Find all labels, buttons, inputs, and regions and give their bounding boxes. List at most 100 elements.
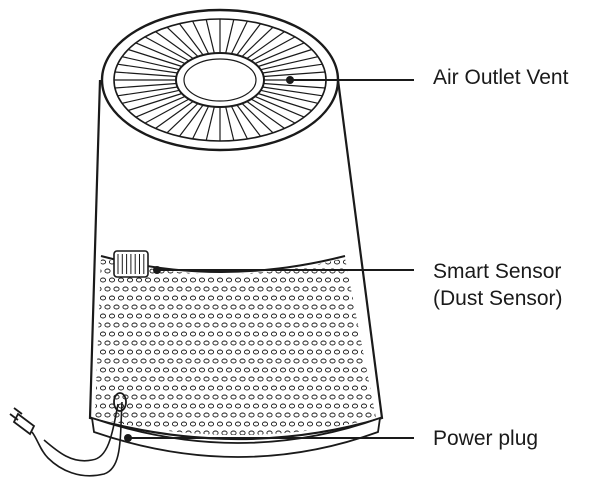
grille-hole [261, 295, 269, 301]
grille-hole [122, 340, 129, 346]
grille-hole [257, 430, 264, 435]
grille-hole [315, 331, 323, 337]
grille-hole [87, 287, 92, 291]
grille-hole [338, 322, 345, 328]
grille-hole [126, 367, 134, 373]
grille-hole [302, 376, 309, 382]
grille-hole [140, 340, 147, 346]
grille-hole [302, 322, 309, 328]
grille-hole [342, 385, 350, 391]
vent-slat [225, 106, 235, 141]
grille-hole [203, 358, 210, 364]
grille-hole [140, 412, 147, 418]
grille-hole [225, 403, 233, 409]
grille-hole [158, 340, 165, 346]
vent-slat [225, 19, 235, 54]
grille-hole [356, 394, 363, 400]
grille-hole [243, 331, 251, 337]
grille-hole [347, 376, 354, 382]
grille-hole [347, 304, 354, 310]
grille-hole [252, 277, 260, 283]
grille-hole [270, 277, 278, 283]
grille-hole [212, 376, 219, 382]
grille-hole [270, 421, 278, 427]
grille-hole [342, 403, 350, 409]
air-outlet-vent-text: Air Outlet Vent [433, 66, 569, 89]
grille-hole [221, 322, 228, 328]
grille-hole [248, 430, 255, 435]
grille-hole [212, 322, 219, 328]
grille-hole [329, 340, 336, 346]
grille-hole [167, 340, 174, 346]
grille-hole [230, 340, 237, 346]
grille-hole [207, 403, 215, 409]
grille-hole [95, 403, 98, 409]
dust-sensor-text: (Dust Sensor) [433, 287, 563, 310]
grille-hole [379, 386, 384, 390]
grille-hole [185, 322, 192, 328]
grille-hole [302, 412, 309, 418]
grille-hole [198, 367, 206, 373]
grille-hole [311, 304, 318, 310]
grille-hole [216, 295, 224, 301]
grille-hole [306, 367, 314, 373]
grille-hole [104, 268, 111, 274]
grille-hole [279, 277, 287, 283]
grille-hole [167, 304, 174, 310]
grille-hole [99, 367, 107, 373]
grille-hole [126, 331, 134, 337]
grille-hole [153, 385, 161, 391]
grille-hole [234, 349, 242, 355]
grille-hole [375, 449, 380, 453]
grille-hole [140, 286, 147, 292]
grille-hole [239, 304, 246, 310]
grille-hole [315, 367, 323, 373]
grille-hole [279, 331, 287, 337]
grille-hole [348, 449, 353, 453]
smart-sensor-text: Smart Sensor [433, 260, 562, 283]
grille-hole [180, 313, 188, 319]
grille-hole [176, 340, 183, 346]
grille-hole [221, 394, 228, 400]
grille-hole [275, 412, 282, 418]
grille-hole [324, 313, 332, 319]
grille-hole [185, 412, 192, 418]
grille-hole [82, 422, 87, 426]
grille-hole [176, 322, 183, 328]
grille-hole [122, 376, 129, 382]
grille-hole [279, 295, 287, 301]
grille-hole [374, 304, 376, 310]
grille-hole [275, 358, 282, 364]
grille-hole [297, 403, 305, 409]
grille-hole [140, 322, 147, 328]
grille-hole [252, 349, 260, 355]
grille-hole [113, 286, 120, 292]
grille-hole [311, 322, 318, 328]
grille-hole [185, 358, 192, 364]
grille-hole [158, 394, 165, 400]
grille-hole [207, 367, 215, 373]
grille-hole [126, 403, 134, 409]
grille-hole [171, 295, 179, 301]
grille-hole [338, 340, 345, 346]
grille-hole [162, 349, 170, 355]
grille-hole [333, 385, 341, 391]
grille-hole [135, 295, 143, 301]
grille-hole [117, 295, 125, 301]
grille-hole [140, 394, 147, 400]
grille-hole [351, 349, 359, 355]
grille-hole [171, 367, 179, 373]
grille-hole [212, 340, 219, 346]
grille-hole [189, 295, 197, 301]
grille-hole [252, 367, 260, 373]
grille-hole [357, 449, 362, 453]
grille-hole [82, 386, 87, 390]
grille-hole [234, 421, 242, 427]
grille-hole [293, 376, 300, 382]
grille-hole [347, 358, 354, 364]
grille-hole [288, 277, 296, 283]
grille-hole [369, 295, 376, 301]
grille-hole [243, 367, 251, 373]
grille-hole [216, 367, 224, 373]
vent-slat [205, 106, 215, 141]
